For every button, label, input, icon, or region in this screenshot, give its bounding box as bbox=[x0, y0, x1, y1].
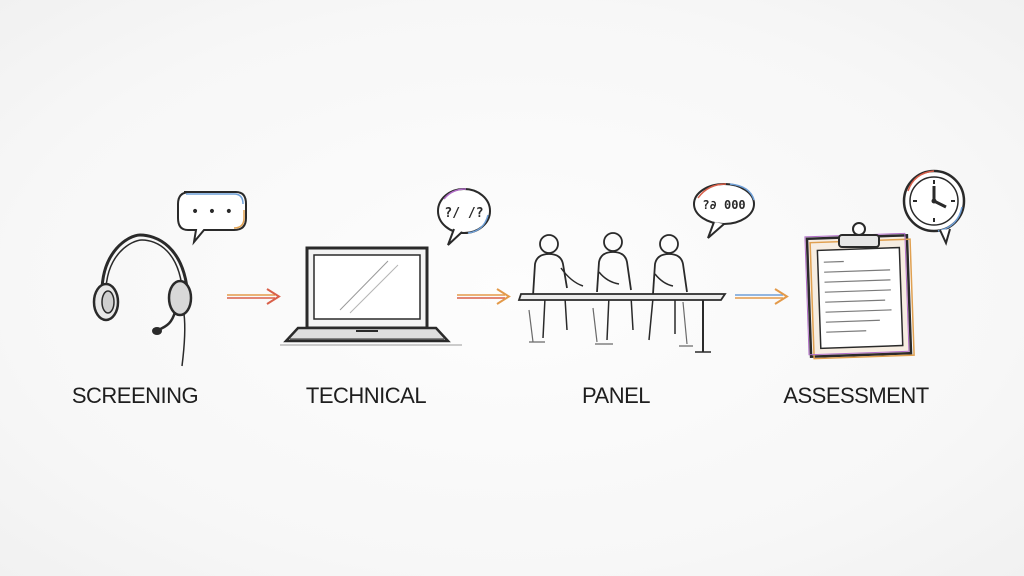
headset-icon bbox=[92, 233, 193, 367]
laptop-icon bbox=[280, 246, 462, 346]
stage-label-panel: PANEL bbox=[581, 383, 651, 408]
stage-technical: ?/ /? bbox=[280, 185, 491, 355]
stage-label-assessment: ASSESSMENT bbox=[783, 383, 929, 408]
interview-panel-icon bbox=[517, 232, 727, 353]
arrow-right-icon bbox=[457, 288, 511, 305]
stage-panel: ?∂ 000 bbox=[515, 180, 775, 360]
bubble-text: • • • bbox=[191, 204, 233, 220]
clock-icon bbox=[902, 169, 966, 246]
stage-label-technical: TECHNICAL bbox=[305, 383, 427, 408]
arrow-right-icon bbox=[735, 288, 789, 305]
bubble-text: ?∂ 000 bbox=[702, 198, 745, 212]
bubble-text: ?/ /? bbox=[444, 206, 483, 221]
stage-assessment bbox=[795, 165, 975, 365]
stage-label-screening: SCREENING bbox=[71, 383, 199, 408]
stage-screening: • • • bbox=[80, 180, 270, 380]
clipboard-icon bbox=[804, 222, 915, 360]
arrow-right-icon bbox=[227, 288, 281, 305]
speech-bubble-icon: ?∂ 000 bbox=[693, 183, 755, 239]
speech-bubble-icon: ?/ /? bbox=[437, 188, 491, 246]
speech-bubble-icon: • • • bbox=[177, 191, 247, 246]
